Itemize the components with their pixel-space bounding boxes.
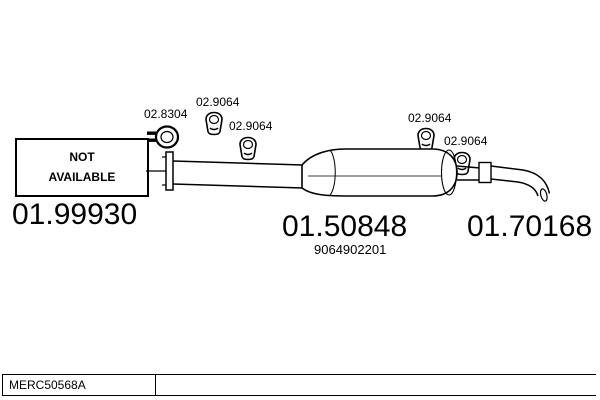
tail-pipe <box>456 161 551 202</box>
footer-code-box: MERC50568A <box>2 375 156 395</box>
rubber-hanger-icon <box>453 151 471 176</box>
hanger-label: 02.9064 <box>196 95 240 109</box>
front-pipe <box>172 160 304 189</box>
rubber-hanger-icon <box>205 111 223 136</box>
hanger-label: 02.9064 <box>444 134 488 148</box>
muffler-endcap <box>440 149 458 196</box>
clamp-label: 02.8304 <box>144 107 188 121</box>
hanger-label: 02.9064 <box>229 119 273 133</box>
clamp-icon <box>147 125 180 149</box>
not-available-box: NOT AVAILABLE <box>15 138 149 197</box>
muffler-body <box>301 148 458 197</box>
footer-code: MERC50568A <box>9 378 86 392</box>
part-number-main: 01.50848 <box>282 210 408 243</box>
rubber-hanger-icon <box>417 127 435 152</box>
part-number-right: 01.70168 <box>467 210 593 243</box>
hanger-label: 02.9064 <box>408 111 452 125</box>
oem-number: 9064902201 <box>314 242 387 257</box>
footer-bar: MERC50568A <box>2 374 596 396</box>
inlet-flange <box>162 151 174 191</box>
tailpipe-tip <box>539 188 548 202</box>
not-available-label: NOT AVAILABLE <box>48 150 116 184</box>
part-number-left: 01.99930 <box>12 198 138 231</box>
rubber-hanger-icon <box>239 136 257 161</box>
